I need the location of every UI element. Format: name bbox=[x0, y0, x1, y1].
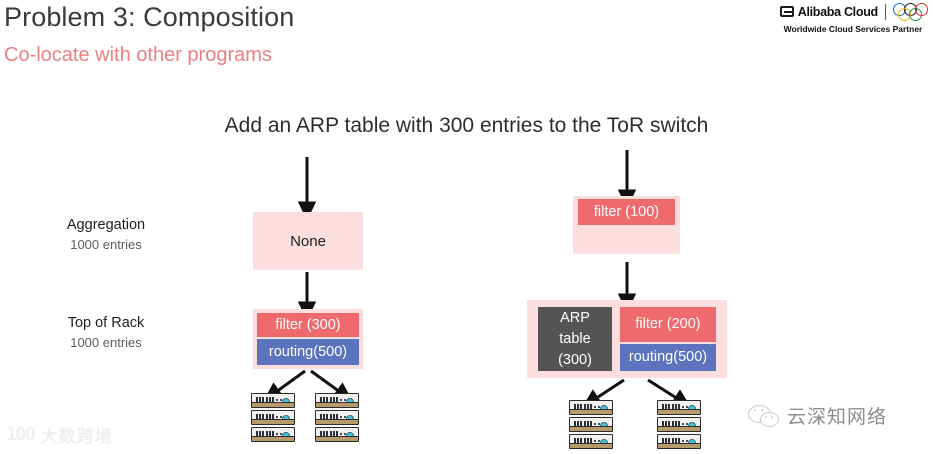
arp-line-2: table bbox=[559, 330, 591, 347]
left-tor-filter-segment: filter (300) bbox=[257, 313, 359, 337]
olympic-rings-icon bbox=[892, 2, 930, 21]
watermark-right: 云深知网络 bbox=[748, 402, 887, 429]
row-label-title: Top of Rack bbox=[67, 315, 145, 331]
wechat-icon bbox=[748, 404, 779, 428]
watermark-left-text: 大数跨境 bbox=[40, 427, 113, 446]
alibaba-cloud-brand: Alibaba Cloud Worldwide Cloud Services P… bbox=[780, 2, 930, 34]
brand-name: Alibaba Cloud bbox=[797, 4, 878, 19]
down-arrow-icon bbox=[310, 369, 353, 402]
server-rack-icon bbox=[251, 393, 295, 445]
down-arrow-icon bbox=[263, 369, 306, 402]
left-tor-routing-segment: routing(500) bbox=[257, 339, 359, 365]
row-label-subtitle: 1000 entries bbox=[70, 237, 142, 252]
row-label-top-of-rack: Top of Rack 1000 entries bbox=[6, 314, 206, 352]
right-tor-routing-segment: routing(500) bbox=[620, 344, 716, 371]
watermark-left-mark: 100 bbox=[6, 423, 36, 445]
watermark-right-text: 云深知网络 bbox=[787, 407, 888, 428]
server-rack-icon bbox=[657, 400, 701, 452]
brand-tagline: Worldwide Cloud Services Partner bbox=[783, 24, 923, 34]
page-title: Problem 3: Composition bbox=[4, 2, 295, 32]
right-tor-box: ARP table (300) filter (200) routing(500… bbox=[527, 300, 727, 378]
left-tor-box: filter (300) routing(500) bbox=[253, 309, 363, 369]
watermark-left: 100 大数跨境 bbox=[6, 422, 113, 447]
server-rack-icon bbox=[569, 400, 613, 452]
row-label-subtitle: 1000 entries bbox=[70, 335, 142, 350]
down-arrow-icon bbox=[647, 378, 692, 408]
server-rack-icon bbox=[315, 393, 359, 445]
row-label-aggregation: Aggregation 1000 entries bbox=[6, 216, 206, 254]
diagram-heading: Add an ARP table with 300 entries to the… bbox=[224, 114, 709, 137]
right-tor-arp-table-segment: ARP table (300) bbox=[538, 307, 612, 371]
page-subtitle: Co-locate with other programs bbox=[4, 44, 272, 66]
right-tor-filter-segment: filter (200) bbox=[620, 307, 716, 342]
left-aggregation-label: None bbox=[290, 232, 326, 250]
down-arrow-icon bbox=[581, 378, 625, 408]
right-aggregation-filter-segment: filter (100) bbox=[578, 199, 675, 225]
brand-divider bbox=[884, 3, 886, 20]
arp-line-3: (300) bbox=[558, 351, 592, 368]
alibaba-cloud-logo-icon bbox=[780, 6, 794, 17]
left-aggregation-box: None bbox=[253, 212, 363, 270]
right-aggregation-box: filter (100) bbox=[573, 196, 680, 254]
arp-line-1: ARP bbox=[560, 309, 590, 326]
row-label-title: Aggregation bbox=[66, 217, 146, 233]
